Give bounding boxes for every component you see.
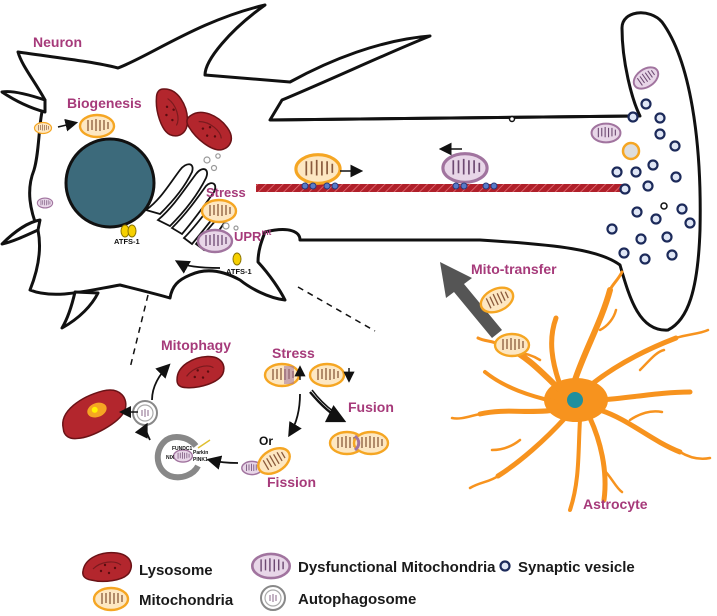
pink1-label: PINK1 bbox=[193, 457, 208, 463]
atfs1-label-a: ATFS-1 bbox=[114, 237, 140, 246]
atfs1-marker-2 bbox=[232, 252, 242, 266]
autophagosome bbox=[132, 400, 158, 426]
stress-cycle-label: Stress bbox=[272, 345, 315, 361]
mito-transfer-label: Mito-transfer bbox=[471, 261, 557, 277]
parkin-label: Parkin bbox=[193, 450, 208, 456]
mitophagy-label: Mitophagy bbox=[161, 337, 231, 353]
fused-mitochondria bbox=[328, 430, 390, 456]
legend-autophagosome-icon bbox=[260, 585, 286, 611]
dysfunctional-mitochondrion-retrograde bbox=[441, 152, 489, 184]
fission-label: Fission bbox=[267, 474, 316, 490]
atfs1-label-b: ATFS-1 bbox=[226, 267, 252, 276]
phagophore: FUNDC1 NIX Parkin PINK1 bbox=[154, 434, 211, 481]
mitochondrion-anterograde bbox=[294, 153, 342, 185]
dysfunctional-mitochondrion bbox=[196, 228, 234, 254]
legend-mitochondria-label: Mitochondria bbox=[139, 592, 234, 609]
mitochondrion bbox=[308, 362, 346, 388]
mitochondrion bbox=[493, 332, 531, 358]
legend-lysosome-label: Lysosome bbox=[139, 562, 213, 579]
microtubule bbox=[256, 184, 622, 192]
mitochondrion bbox=[78, 113, 116, 139]
legend-dysfunctional-label: Dysfunctional Mitochondria bbox=[298, 559, 496, 576]
legend-lysosome-icon bbox=[82, 551, 133, 583]
astrocyte-label: Astrocyte bbox=[583, 496, 648, 512]
mitochondrion bbox=[200, 198, 238, 224]
fundc1-label: FUNDC1 bbox=[172, 446, 192, 452]
legend-dysfunctional-icon bbox=[250, 552, 292, 580]
vesicle-mito bbox=[621, 141, 641, 161]
dysfunctional-mitochondrion bbox=[36, 197, 54, 209]
legend-mitochondria-icon bbox=[92, 586, 130, 612]
legend-synaptic-icon bbox=[499, 560, 511, 572]
mitochondrion bbox=[33, 121, 53, 135]
mito-transfer-arrow bbox=[440, 262, 502, 338]
nucleus bbox=[64, 137, 156, 229]
lysosome-fusing bbox=[62, 389, 127, 440]
dendrite-left bbox=[0, 90, 47, 114]
or-label: Or bbox=[259, 434, 273, 448]
dendrite-left-lower bbox=[0, 218, 42, 246]
legend-autophagosome-label: Autophagosome bbox=[298, 591, 416, 608]
neuron-label: Neuron bbox=[33, 34, 82, 50]
dendrite-bottom bbox=[60, 290, 100, 330]
biogenesis-label: Biogenesis bbox=[67, 95, 142, 111]
fusion-label: Fusion bbox=[348, 399, 394, 415]
lysosome bbox=[172, 352, 228, 392]
nix-label: NIX bbox=[166, 455, 175, 461]
dysfunctional-mitochondrion bbox=[590, 122, 622, 144]
upr-label: UPRmt bbox=[234, 228, 272, 244]
legend-synaptic-label: Synaptic vesicle bbox=[518, 559, 635, 576]
astrocyte-nucleus bbox=[567, 392, 583, 408]
stress-label: Stress bbox=[206, 185, 246, 200]
legend: Lysosome Dysfunctional Mitochondria Syna… bbox=[82, 551, 635, 612]
